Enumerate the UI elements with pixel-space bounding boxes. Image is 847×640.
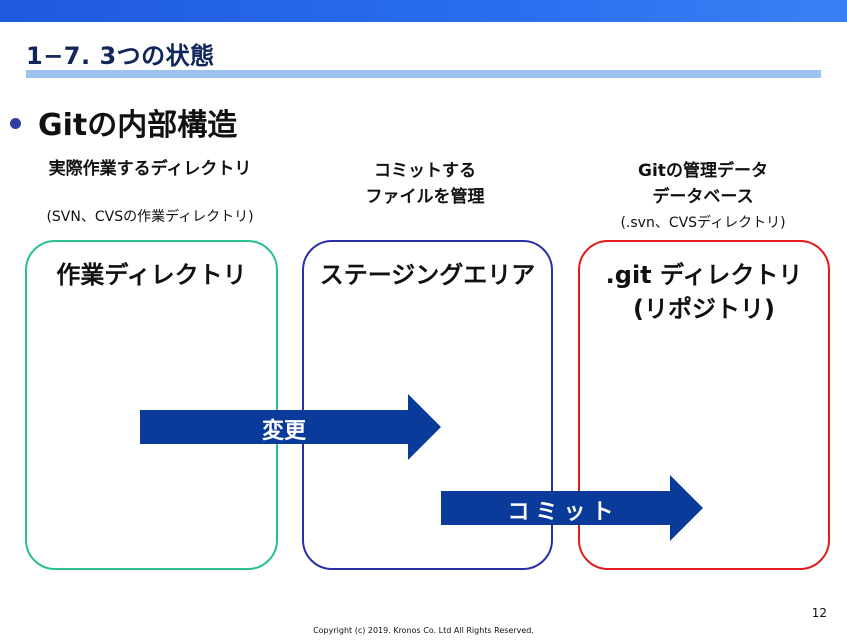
box-label-line: ステージングエリア [319,261,536,289]
modify-arrow-label: 変更 [261,419,306,444]
caption-line: ファイルを管理 [365,187,485,207]
modify-arrow [140,394,441,460]
caption-line: コミットする [374,161,476,181]
copyright-notice: Copyright (c) 2019. Kronos Co. Ltd All R… [313,626,534,635]
box-label-line: .git ディレクトリ [605,261,803,289]
working-dir-subcaption: (SVN、CVSの作業ディレクトリ) [46,209,254,225]
repo-subcaption: (.svn、CVSディレクトリ) [620,215,786,231]
working-directory-box [25,240,278,570]
working-dir-caption: 実際作業するディレクトリ [20,156,280,182]
repo-caption: Gitの管理データ データベース [578,158,828,210]
caption-line: 実際作業するディレクトリ [48,159,252,179]
commit-arrow [441,475,703,541]
git-directory-box [578,240,830,570]
caption-line: Gitの管理データ [638,161,768,181]
slide-title: 1−7. 3つの状態 [26,42,215,70]
working-directory-label: 作業ディレクトリ [25,258,278,292]
git-directory-label: .git ディレクトリ (リポジトリ) [578,258,830,326]
page-number: 12 [811,606,827,620]
staging-area-box [302,240,553,570]
box-label-line: 作業ディレクトリ [56,261,247,289]
title-underline [26,70,821,78]
bullet-icon [10,118,21,129]
section-heading: Gitの内部構造 [38,108,238,143]
commit-arrow-label: コミット [507,500,620,525]
box-label-line: (リポジトリ) [633,295,775,323]
caption-line: データベース [652,187,754,207]
staging-area-label: ステージングエリア [302,258,553,292]
staging-caption: コミットする ファイルを管理 [300,158,550,210]
top-banner [0,0,847,22]
